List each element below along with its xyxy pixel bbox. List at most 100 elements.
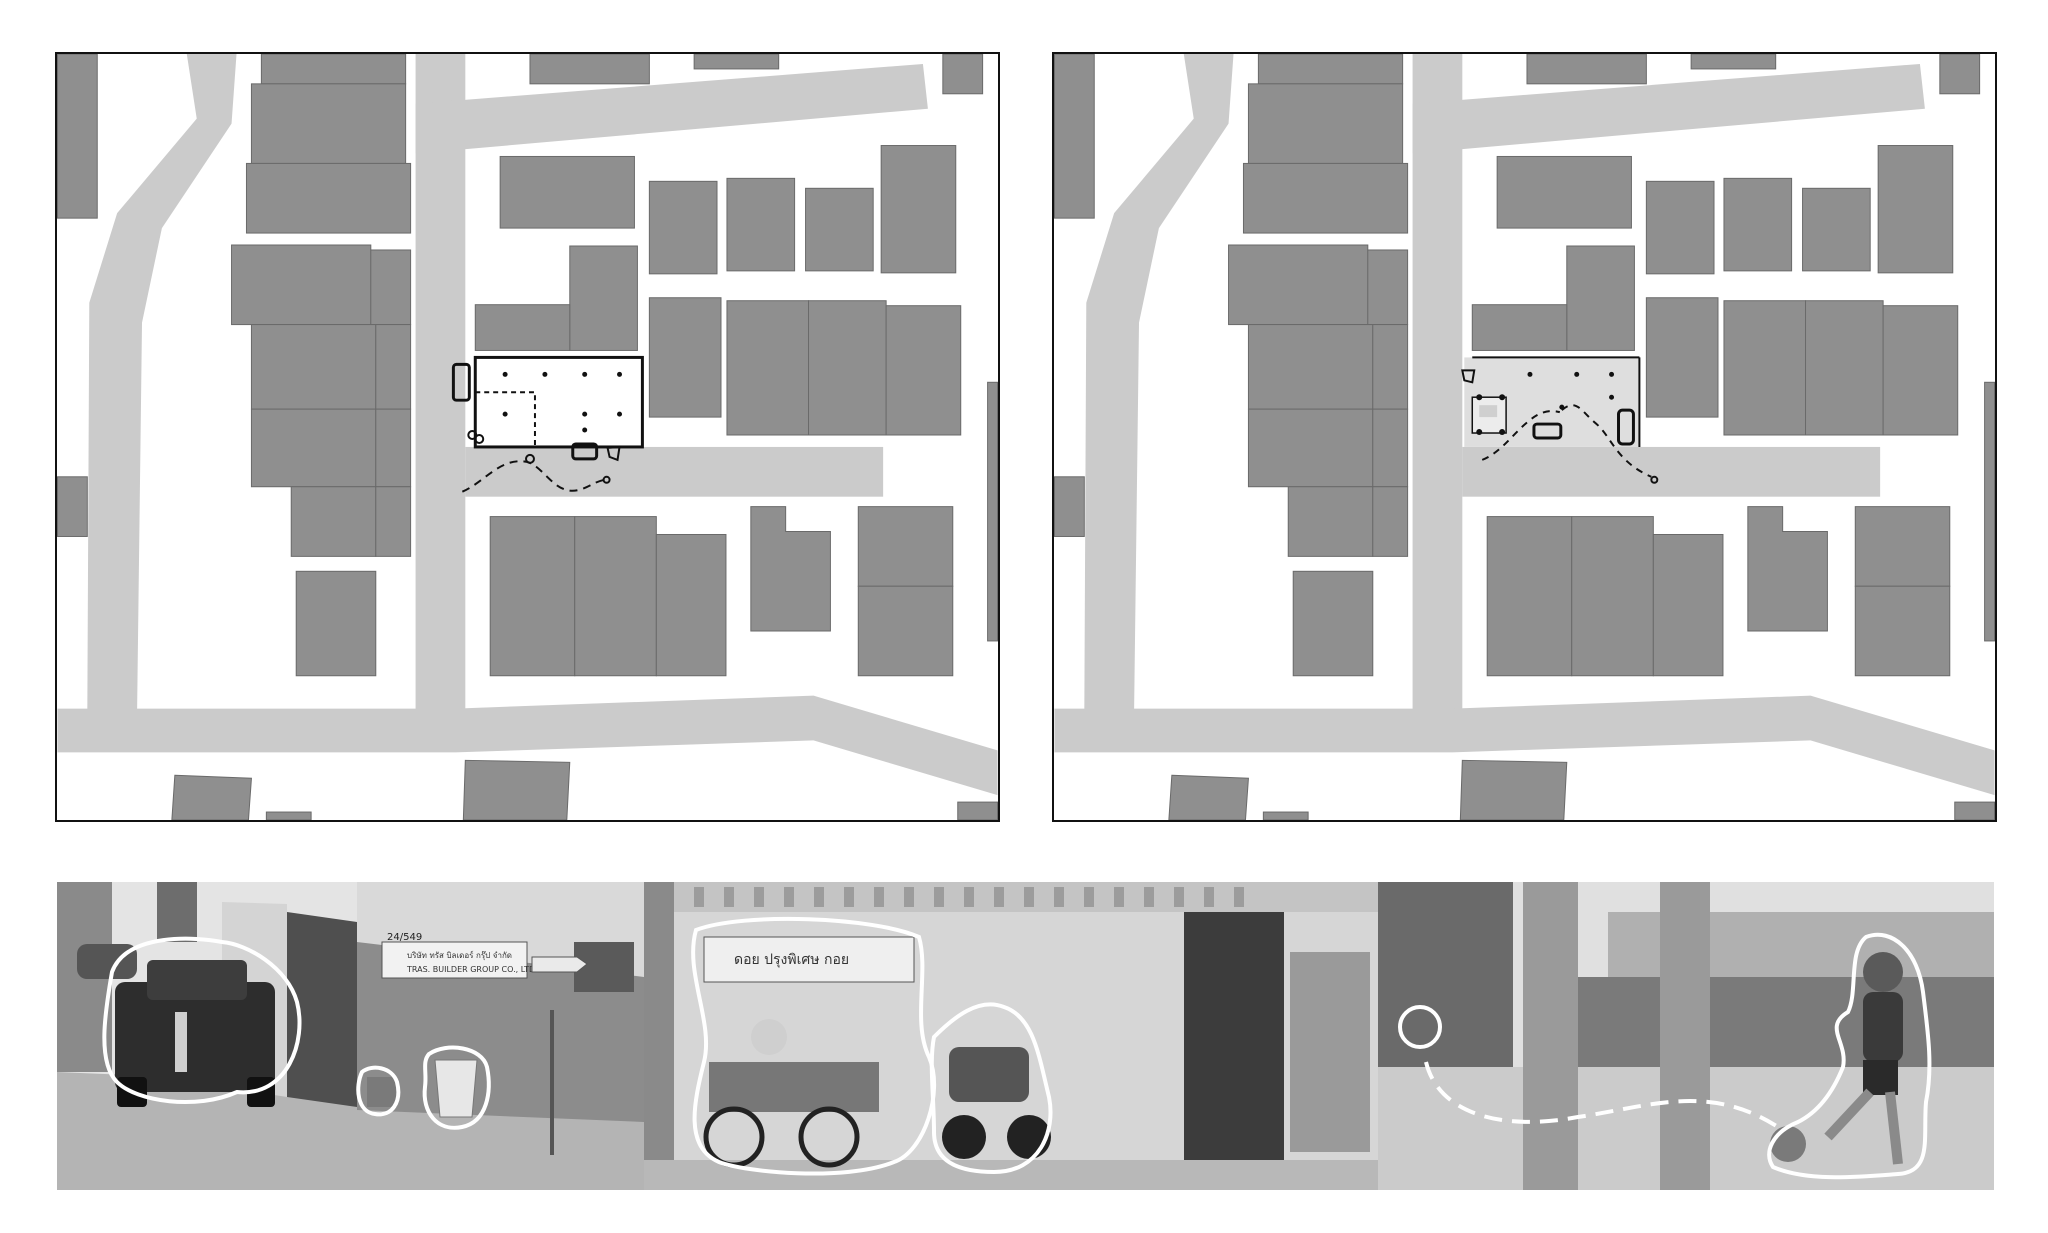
post-marker — [1609, 394, 1615, 400]
building — [171, 774, 252, 820]
baluster — [1144, 887, 1154, 907]
post-marker — [542, 371, 548, 377]
building — [1459, 759, 1568, 820]
building — [574, 516, 657, 677]
balustrade — [644, 882, 1378, 912]
building — [1372, 408, 1409, 488]
baluster — [994, 887, 1004, 907]
building — [1652, 533, 1724, 677]
building — [1367, 249, 1409, 326]
baluster — [844, 887, 854, 907]
photo-food-cart-image: ดอย ปรุงพิเศษ กอย — [644, 882, 1378, 1190]
building — [1645, 180, 1715, 275]
sign-house-number: 24/549 — [387, 932, 422, 943]
building — [726, 177, 796, 272]
cart-outline — [571, 442, 599, 461]
cart-table — [1479, 405, 1498, 418]
site-plan-before — [55, 52, 1000, 822]
baluster — [1024, 887, 1034, 907]
sign-pole — [550, 1010, 554, 1155]
sign-thai-name: บริษัท ทรัส บิลเดอร์ กรุ๊ป จำกัด — [407, 950, 512, 960]
building — [857, 506, 954, 587]
bin-outline — [1461, 369, 1476, 384]
building — [499, 155, 635, 229]
buildings — [1054, 54, 1995, 820]
cart-wheel — [798, 1106, 860, 1168]
building — [726, 300, 810, 436]
bin-highlight-outline — [356, 1065, 401, 1117]
child-highlight-outline — [1767, 932, 1932, 1180]
building — [1984, 381, 1995, 642]
building — [375, 408, 412, 488]
building — [750, 506, 831, 632]
post-marker — [1476, 429, 1483, 436]
truck-cab — [147, 960, 247, 1000]
road-south — [1054, 695, 1995, 796]
building — [1262, 811, 1309, 820]
company-sign: 24/549 บริษัท ทรัส บิลเดอร์ กรุ๊ป จำกัด … — [381, 932, 538, 979]
post-marker — [1609, 371, 1615, 377]
tiled-wall — [357, 942, 644, 1122]
building — [1054, 476, 1085, 537]
bin-highlight-outline — [422, 1045, 491, 1130]
baluster — [1204, 887, 1214, 907]
photo-truck-and-bins: 24/549 บริษัท ทรัส บิลเดอร์ กรุ๊ป จำกัด … — [57, 882, 644, 1190]
road-north-south — [415, 54, 466, 716]
wall-panel — [1290, 952, 1370, 1152]
balusters — [694, 887, 1244, 907]
car-behind — [77, 944, 137, 979]
building — [1247, 408, 1374, 488]
ball-path — [1561, 404, 1652, 478]
truck-stripe — [175, 1012, 187, 1072]
ball-outline — [525, 453, 535, 464]
building — [375, 324, 412, 410]
metal-gate — [287, 912, 357, 1107]
road-north-east — [415, 63, 928, 154]
baluster — [964, 887, 974, 907]
building — [57, 476, 88, 537]
building — [693, 54, 780, 70]
street-sign — [531, 956, 588, 1155]
site-plan-after — [1052, 52, 1997, 822]
road-diagonal-west — [1084, 54, 1234, 716]
building — [1747, 506, 1828, 632]
post-marker — [1559, 404, 1565, 410]
tree-top — [157, 882, 197, 942]
post-marker — [502, 411, 508, 417]
tricycle-highlight-outline — [929, 1002, 1053, 1175]
road-north-south — [1412, 54, 1463, 716]
building — [1292, 570, 1374, 677]
building — [1372, 486, 1409, 557]
building — [1471, 304, 1568, 351]
building — [245, 162, 412, 234]
building — [805, 187, 874, 272]
cart-banner — [703, 936, 915, 983]
site-plan-before-drawing — [57, 54, 998, 820]
building — [1954, 801, 1995, 820]
bin-outline — [474, 434, 485, 444]
stall-post-markers — [502, 371, 623, 433]
pavement — [644, 1160, 1378, 1190]
player-outline — [1650, 475, 1659, 484]
building — [1486, 516, 1573, 677]
child-shorts — [1863, 1060, 1898, 1095]
building — [57, 54, 98, 219]
building — [1854, 585, 1951, 677]
site-plan-after-drawing — [1054, 54, 1995, 820]
post-marker — [1499, 429, 1506, 436]
building — [1802, 187, 1871, 272]
baluster — [814, 887, 824, 907]
building — [655, 533, 727, 677]
post-marker — [617, 411, 623, 417]
building — [1571, 516, 1654, 677]
post-marker — [502, 371, 508, 377]
building — [1939, 54, 1981, 95]
building — [474, 304, 571, 351]
baluster — [1084, 887, 1094, 907]
building — [1526, 54, 1647, 85]
building — [1877, 145, 1954, 274]
building — [250, 408, 377, 488]
building — [987, 381, 998, 642]
building — [1247, 324, 1374, 410]
building — [885, 305, 962, 436]
